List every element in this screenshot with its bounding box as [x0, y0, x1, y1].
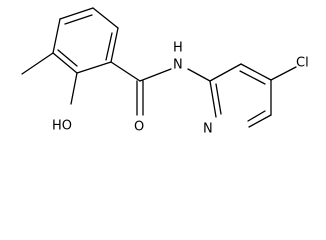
atom-pyridine-nitrogen: N [203, 122, 213, 137]
bond-pyr-c5-c6 [248, 114, 272, 128]
bond-ring-double-1 [64, 14, 93, 25]
structure-canvas: HO O N H N Cl [21, 7, 309, 137]
bond-ring-a1-a2 [59, 7, 94, 20]
bond-pyr-c2-c3 [209, 63, 242, 82]
bond-pyr-double-3 [215, 83, 222, 115]
bond-ring-a2-a3 [92, 7, 119, 29]
bond-hydroxyl [70, 72, 78, 105]
bond-pyr-double-1 [239, 70, 266, 85]
atom-hydroxyl: HO [52, 119, 72, 134]
bond-ring-a4-a5 [76, 61, 112, 74]
atom-carbonyl-oxygen: O [134, 120, 144, 135]
bond-chlorine [270, 66, 297, 81]
bond-pyr-c3-c4 [240, 63, 272, 81]
bond-ring-double-3 [57, 49, 78, 67]
bond-ring-to-carbonyl [110, 61, 141, 82]
bond-pyr-n-c2 [209, 80, 217, 118]
bond-pyr-double-2 [247, 110, 266, 122]
bond-ring-a5-a6 [52, 52, 78, 74]
molecule-structure: HO O N H N Cl [21, 7, 309, 137]
atom-amide-nitrogen: N [173, 58, 183, 73]
benzene-ring [52, 7, 119, 74]
atom-chlorine: Cl [296, 56, 309, 71]
bond-ring-a6-a1 [52, 18, 61, 54]
bond-carbonyl-to-nitrogen [139, 68, 172, 82]
bond-ring-a3-a4 [110, 27, 119, 63]
bond-nitrogen-to-pyridine [187, 68, 211, 82]
atom-amide-hydrogen: H [173, 41, 183, 56]
bond-methyl [21, 52, 54, 75]
bond-ring-double-2 [105, 32, 113, 61]
pyridine-ring [209, 63, 272, 128]
